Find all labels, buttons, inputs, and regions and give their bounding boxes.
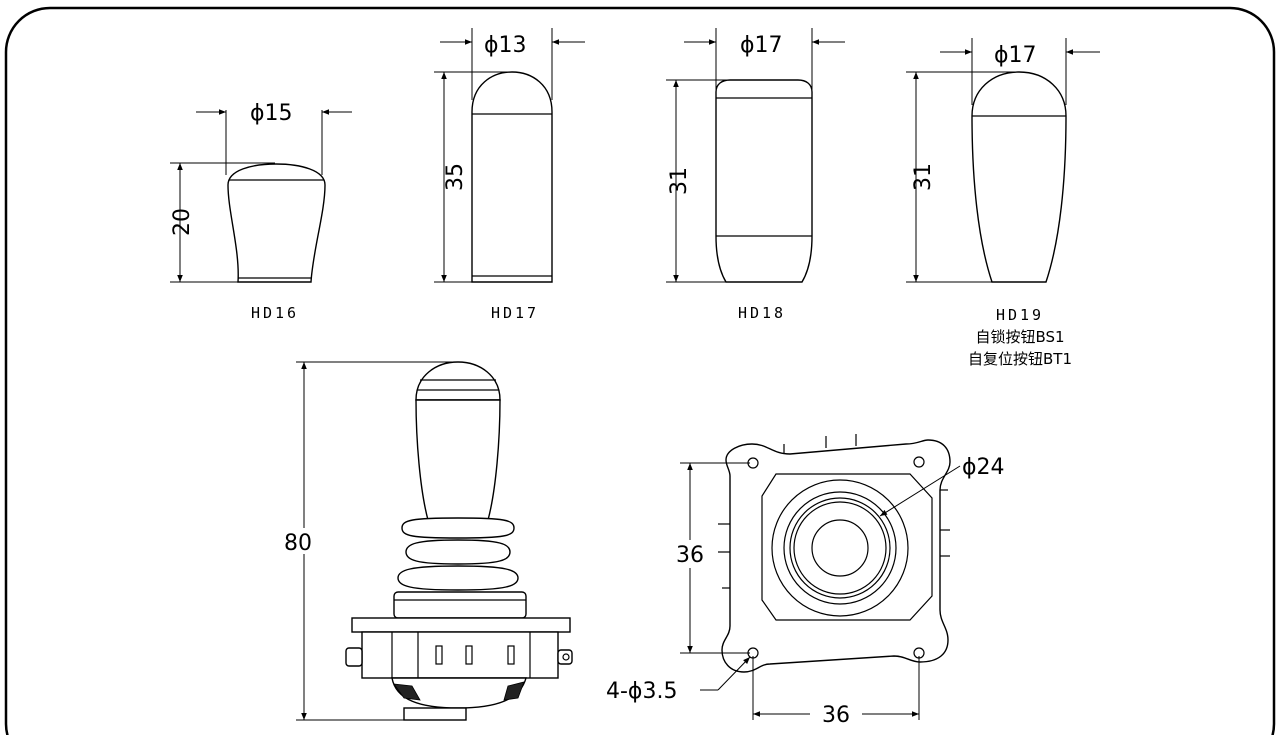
base-diameter-label: ϕ24 [962,455,1005,480]
hd19-diameter-label: ϕ17 [994,43,1037,68]
hd17-diameter-label: ϕ13 [484,33,527,58]
base-vertical-spacing-label: 36 [676,543,704,568]
base-top-view: ϕ24 36 36 4-ϕ3.5 [606,434,1005,728]
base-horizontal-spacing-label: 36 [822,703,850,728]
hd19-model-label: HD19 [996,306,1044,324]
base-holes-label: 4-ϕ3.5 [606,679,677,704]
hd16-model-label: HD16 [251,304,299,322]
hd18-height-label: 31 [667,167,692,195]
hd17-height-label: 35 [443,163,468,191]
hd16-diameter-label: ϕ15 [250,101,293,126]
knob-hd18: ϕ17 31 HD18 [666,28,845,322]
hd19-momentary-button-note: 自复位按钮BT1 [968,350,1072,368]
joystick-side-view: 80 [276,361,573,721]
knob-hd16: ϕ15 20 HD16 [170,101,352,322]
drawing-frame [4,6,1276,735]
hd19-height-label: 31 [911,163,936,191]
knob-hd17: ϕ13 35 HD17 [434,28,585,322]
hd17-model-label: HD17 [491,304,539,322]
hd18-diameter-label: ϕ17 [740,33,783,58]
hd18-model-label: HD18 [738,304,786,322]
knob-hd19: ϕ17 31 HD19 自锁按钮BS1 自复位按钮BT1 [906,38,1100,368]
hd16-height-label: 20 [170,208,195,236]
joystick-height-label: 80 [284,531,312,556]
hd19-latching-button-note: 自锁按钮BS1 [975,328,1064,346]
